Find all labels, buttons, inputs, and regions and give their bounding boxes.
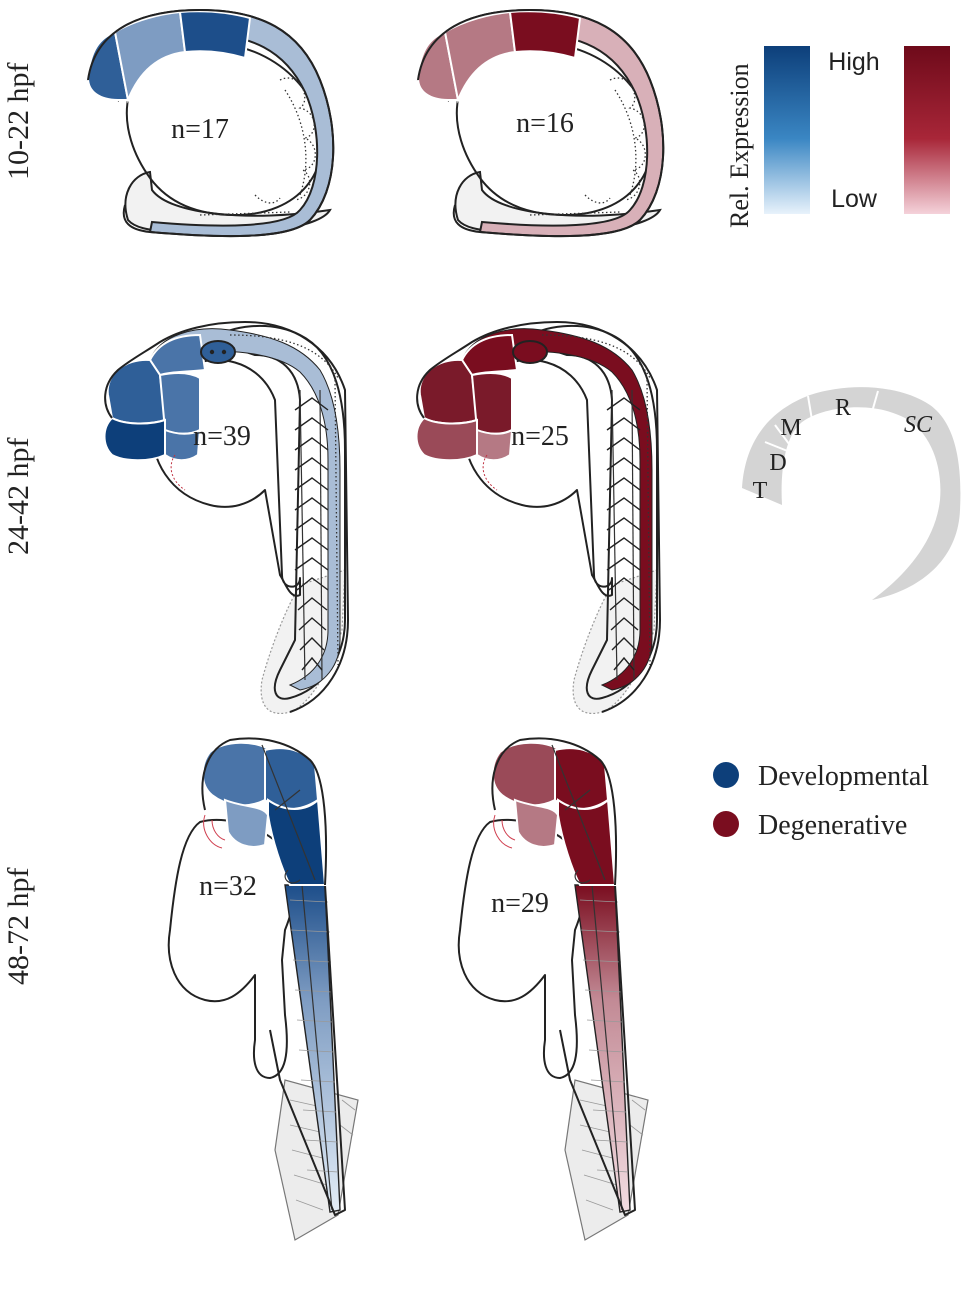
region-M: M [780, 415, 801, 441]
region-key: T D M R SC [742, 387, 961, 600]
seg-head-upper-dev-2 [106, 358, 167, 425]
region-SC: SC [904, 412, 933, 438]
scale-bar-red [904, 46, 950, 214]
scale-bar-blue [764, 46, 810, 214]
legend-label-developmental: Developmental [758, 761, 929, 792]
legend-marker-degenerative [713, 811, 739, 837]
brain-lobe-mid-dev-3 [264, 747, 320, 810]
region-T: T [753, 478, 768, 504]
region-D: D [769, 450, 786, 476]
hindbrain-dev-3 [267, 797, 327, 886]
count-deg-10-22: n=16 [516, 108, 574, 139]
scale-title: Rel. Expression [725, 63, 754, 228]
count-dev-48-72: n=32 [199, 871, 257, 902]
group-legend: Developmental Degenerative [713, 761, 929, 841]
region-R: R [835, 395, 851, 421]
scale-low-label: Low [831, 185, 878, 213]
count-dev-10-22: n=17 [171, 114, 229, 145]
seg-midbrain-deg-1 [508, 10, 582, 60]
embryo-24-42-developmental [103, 321, 349, 714]
embryo-24-42-degenerative [415, 321, 661, 714]
embryo-10-22-degenerative [416, 8, 665, 238]
embryo-10-22-developmental [86, 8, 335, 238]
count-dev-24-42: n=39 [193, 421, 251, 452]
scale-high-label: High [828, 48, 879, 76]
brain-eye-dev-3 [223, 798, 270, 848]
count-deg-24-42: n=25 [511, 421, 569, 452]
legend-marker-developmental [713, 762, 739, 788]
larva-48-72-developmental [167, 737, 359, 1241]
stage-label-10-22: 10-22 hpf [2, 63, 35, 180]
legend-label-degenerative: Degenerative [758, 810, 907, 841]
larva-48-72-degenerative [457, 737, 649, 1241]
stage-label-48-72: 48-72 hpf [2, 868, 35, 985]
seg-midbrain-dev-1 [178, 10, 252, 60]
stage-label-24-42: 24-42 hpf [2, 438, 35, 555]
expression-scale-legend: Rel. Expression High Low [725, 46, 950, 228]
seg-head-lower-dev-2 [103, 416, 166, 462]
stage-labels: 10-22 hpf 24-42 hpf 48-72 hpf [2, 63, 35, 985]
count-deg-48-72: n=29 [491, 888, 549, 919]
